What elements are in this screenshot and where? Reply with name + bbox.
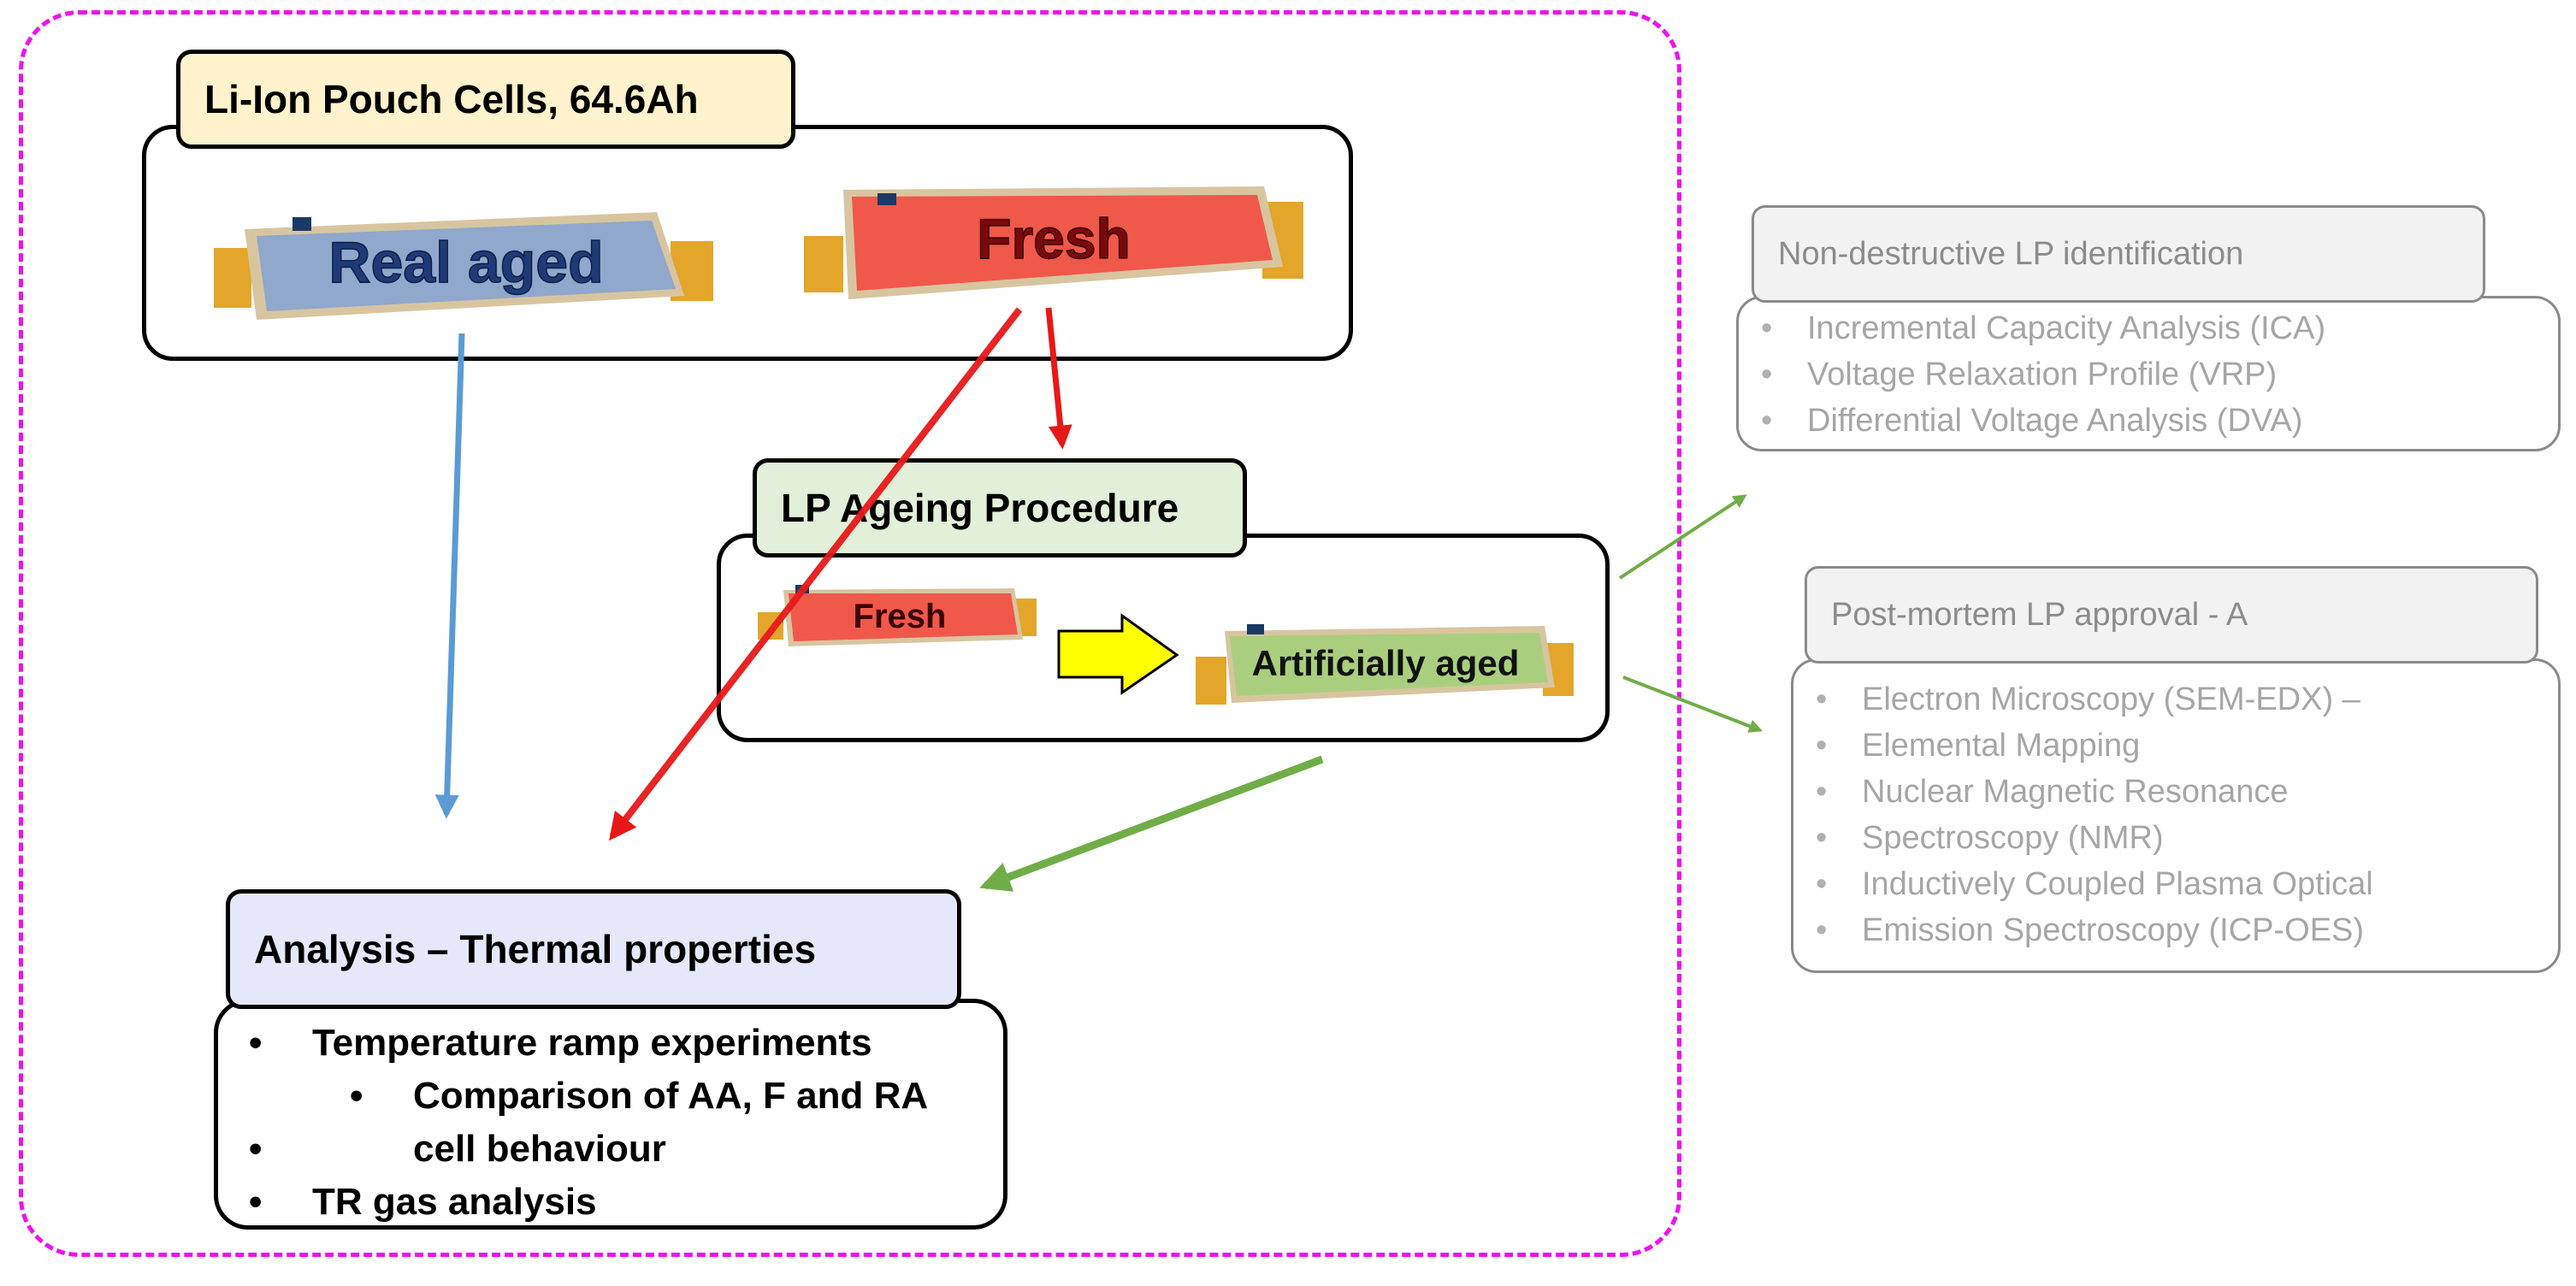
artificially-aged-cell-image: Artificially aged [1196, 624, 1574, 705]
postmortem-item: Inductively Coupled Plasma Optical [1793, 861, 2558, 907]
analysis-subitem-cont: cell behaviour [218, 1123, 1003, 1176]
postmortem-title: Post-mortem LP approval - A [1805, 566, 2538, 664]
fresh-cell-image: Fresh [804, 186, 1303, 299]
artificially-aged-label: Artificially aged [1252, 643, 1520, 683]
yellow-process-arrow [1057, 613, 1179, 695]
red-arrow-fresh-to-ageing [1045, 307, 1072, 450]
analysis-box: Temperature ramp experiments Comparison … [214, 999, 1007, 1230]
nondestructive-item: Incremental Capacity Analysis (ICA) [1739, 305, 2558, 351]
fresh-small-label: Fresh [854, 598, 947, 635]
blue-arrow-real-aged-to-analysis [434, 333, 465, 819]
nondestructive-item: Differential Voltage Analysis (DVA) [1739, 398, 2558, 444]
nondestructive-box: Incremental Capacity Analysis (ICA) Volt… [1736, 296, 2561, 451]
analysis-item: TR gas analysis [218, 1176, 1003, 1229]
nondestructive-title: Non-destructive LP identification [1752, 205, 2485, 303]
red-arrow-fresh-to-analysis [609, 307, 1023, 841]
postmortem-item-cont: Spectroscopy (NMR) [1793, 815, 2558, 861]
nondestructive-item: Voltage Relaxation Profile (VRP) [1739, 351, 2558, 398]
postmortem-item: Electron Microscopy (SEM-EDX) – [1793, 676, 2558, 723]
analysis-title: Analysis – Thermal properties [226, 889, 961, 1009]
source-cells-title: Li-Ion Pouch Cells, 64.6Ah [176, 50, 795, 149]
green-arrow-ageing-to-analysis [979, 755, 1324, 892]
analysis-item: Temperature ramp experiments [218, 1017, 1003, 1070]
experiment-boundary [19, 10, 1681, 1257]
postmortem-item-cont: Elemental Mapping [1793, 723, 2558, 769]
green-arrow-to-nondestructive [1618, 494, 1747, 580]
postmortem-item-cont: Emission Spectroscopy (ICP-OES) [1793, 907, 2558, 953]
real-aged-label: Real aged [328, 230, 603, 295]
ageing-procedure-title: LP Ageing Procedure [753, 458, 1247, 557]
postmortem-item: Nuclear Magnetic Resonance [1793, 769, 2558, 815]
fresh-small-cell-image: Fresh [758, 585, 1037, 646]
postmortem-box: Electron Microscopy (SEM-EDX) – Elementa… [1791, 658, 2561, 973]
fresh-label: Fresh [977, 207, 1131, 270]
green-arrow-to-postmortem [1622, 675, 1763, 733]
real-aged-cell-image: Real aged [214, 212, 713, 320]
analysis-subitem: Comparison of AA, F and RA [218, 1070, 1003, 1123]
